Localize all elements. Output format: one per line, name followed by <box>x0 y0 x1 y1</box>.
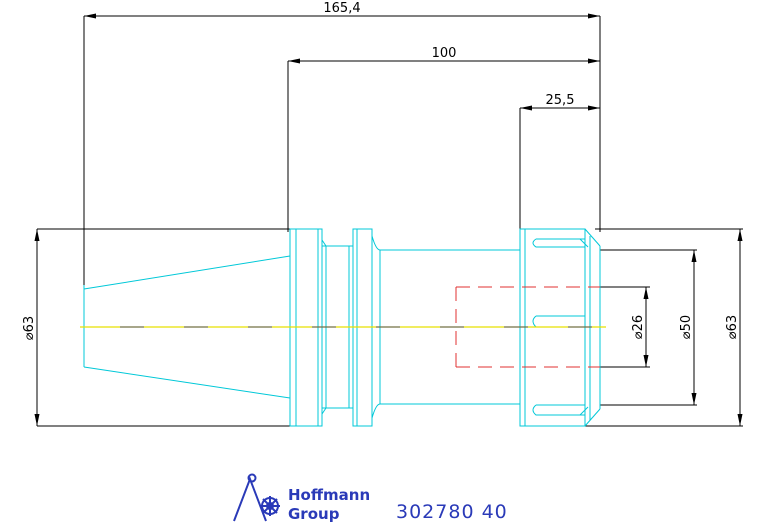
dim-overall-length: 165,4 <box>323 1 360 16</box>
hidden-bore <box>455 286 600 368</box>
dim-diameter-right: ⌀63 <box>725 315 740 339</box>
part-number: 302780 40 <box>396 501 508 523</box>
dimension-lines <box>36 15 743 427</box>
dim-shank-length: 100 <box>432 46 457 61</box>
dim-nut-length: 25,5 <box>546 93 575 108</box>
logo-line1: Hoffmann <box>288 486 370 504</box>
logo-line2: Group <box>288 505 340 523</box>
dim-bore-diameter: ⌀26 <box>631 315 646 339</box>
logo-icon <box>233 473 280 522</box>
dim-diameter-left: ⌀63 <box>22 316 37 340</box>
dimension-arrows <box>34 13 743 426</box>
dim-nut-diameter: ⌀50 <box>679 315 694 339</box>
hoffmann-group-logo: Hoffmann Group <box>233 473 370 523</box>
